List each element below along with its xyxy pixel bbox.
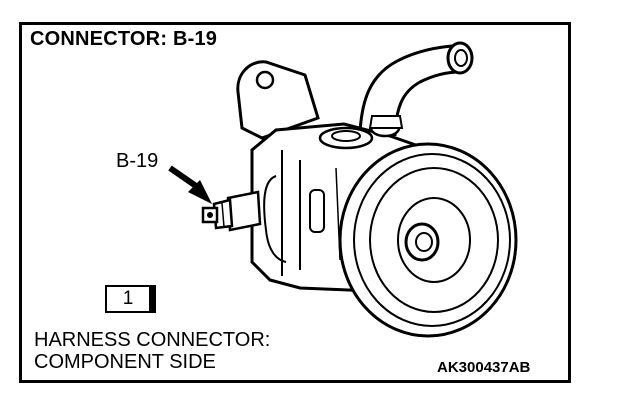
connector-number: 1 xyxy=(122,288,134,309)
diagram-title: CONNECTOR: B-19 xyxy=(30,28,218,50)
caption-line-1: HARNESS CONNECTOR: xyxy=(34,329,271,351)
reference-code: AK300437AB xyxy=(437,359,531,376)
connector-callout-label: B-19 xyxy=(116,150,159,172)
connector-number-box: 1 xyxy=(105,285,156,313)
caption-line-2: COMPONENT SIDE xyxy=(34,351,216,373)
